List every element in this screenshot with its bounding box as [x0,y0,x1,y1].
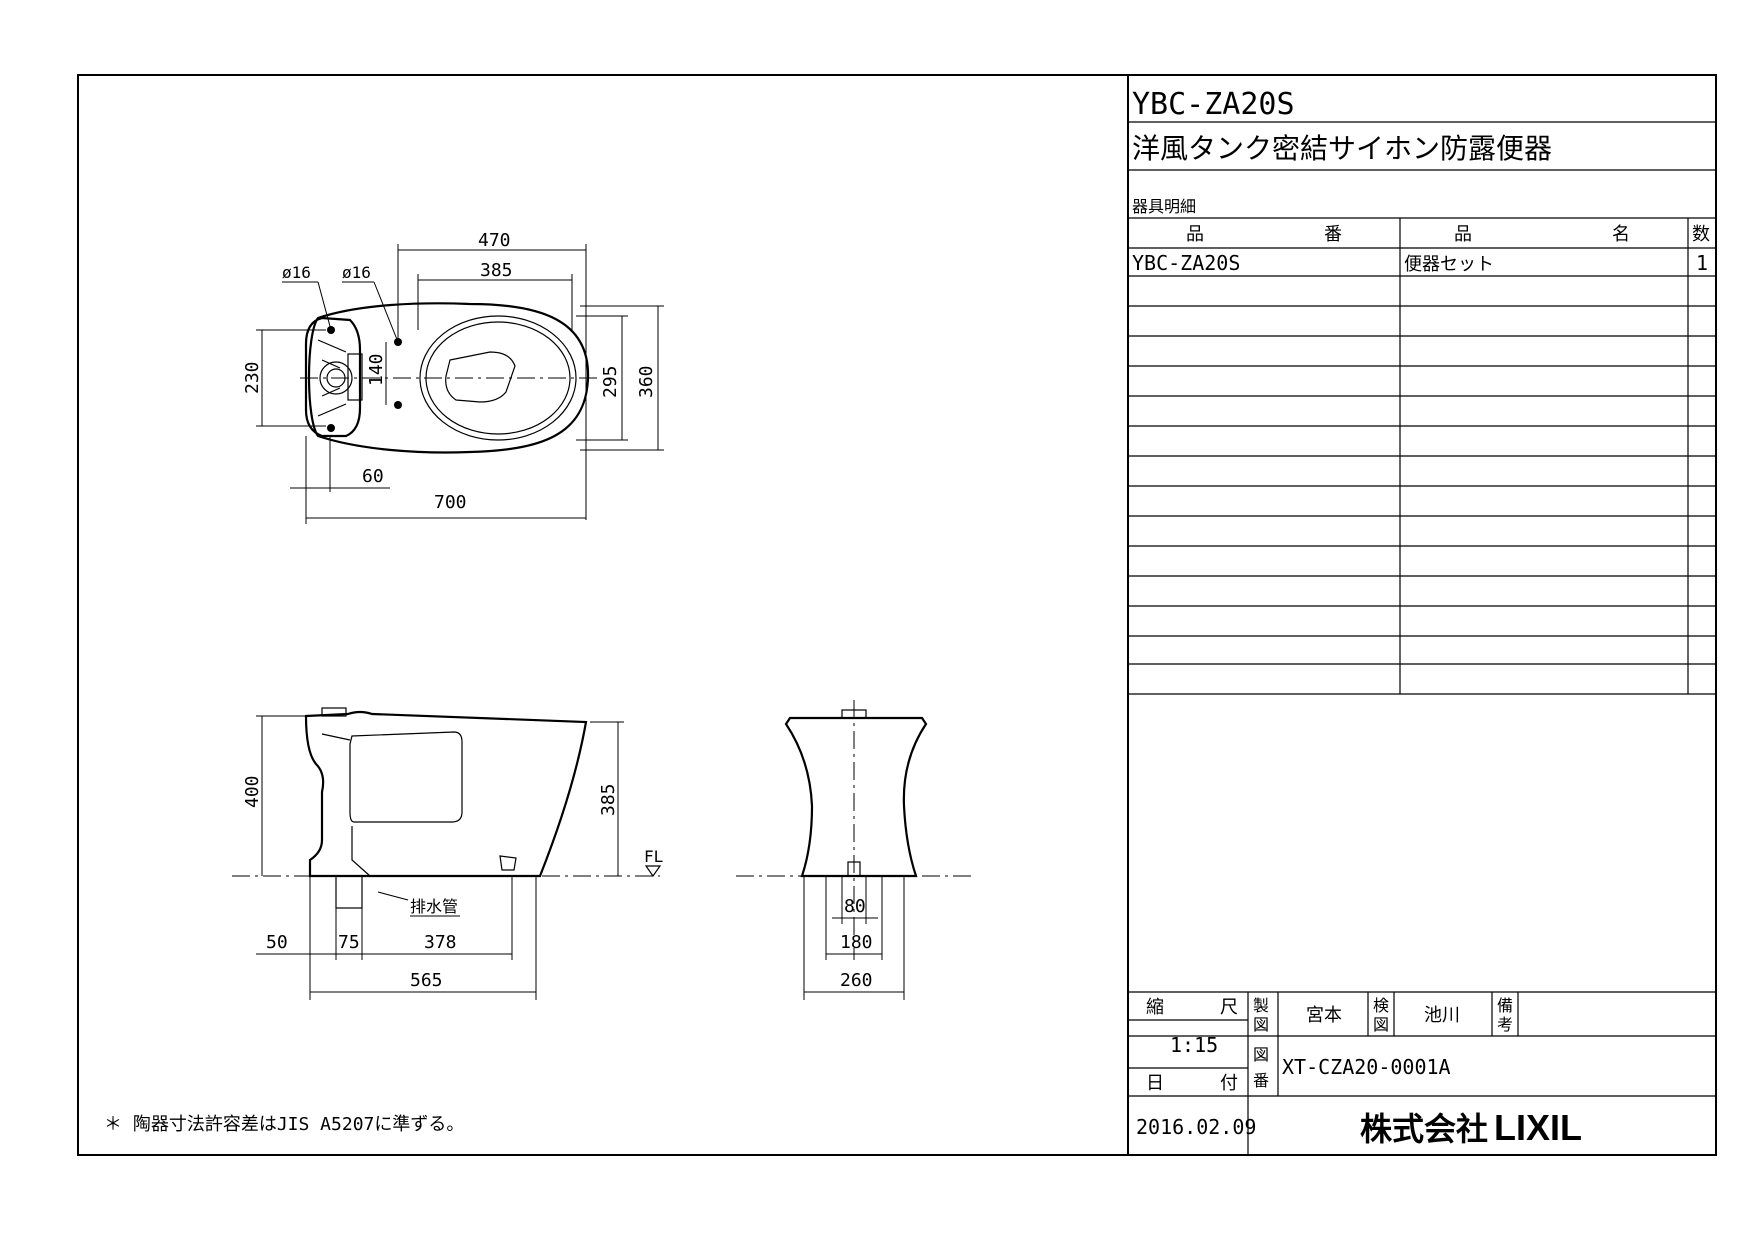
dim-75: 75 [338,932,360,953]
drawn-by: 宮本 [1306,1005,1342,1026]
scale-label-a: 縮 [1146,997,1164,1018]
col-name-a: 品 [1454,224,1472,245]
remarks-label-b: 考 [1497,1015,1513,1034]
dim-378: 378 [424,932,457,953]
row-name: 便器セット [1404,254,1494,275]
checked-label-b: 図 [1373,1015,1389,1034]
col-part-no-a: 品 [1186,224,1204,245]
title-block: YBC-ZA20S 洋風タンク密結サイホン防露便器 器具明細 品 番 [1128,87,1716,1155]
company-name: 株式会社 [1360,1110,1488,1148]
drain-pipe-label: 排水管 [410,897,458,916]
dim-50: 50 [266,932,288,953]
drawn-label-b: 図 [1253,1015,1269,1034]
date-value: 2016.02.09 [1136,1115,1256,1139]
dim-295: 295 [600,365,621,398]
checked-label-a: 検 [1373,996,1389,1015]
parts-table: 品 番 品 名 数 YBC-ZA20S 便器セット 1 [1128,217,1716,695]
fl-label: FL [644,847,663,866]
drawing-no: XT-CZA20-0001A [1282,1055,1451,1079]
product-name: 洋風タンク密結サイホン防露便器 [1132,132,1552,165]
checked-by: 池川 [1424,1005,1460,1026]
dim-470: 470 [478,230,511,251]
dim-385-side: 385 [598,783,619,816]
drawing-border [77,74,1717,1156]
dim-385-plan: 385 [480,260,513,281]
dim-80: 80 [844,896,866,917]
drawn-label-a: 製 [1253,996,1269,1015]
date-label-b: 付 [1220,1073,1238,1094]
date-label-a: 日 [1146,1073,1164,1094]
col-qty: 数 [1692,224,1710,245]
remarks-label-a: 備 [1497,996,1513,1015]
scale-label-b: 尺 [1220,997,1238,1018]
tolerance-note: ＊ 陶器寸法許容差はJIS A5207に準ずる。 [104,1114,464,1135]
front-view: 80 180 260 [736,700,972,1000]
dim-260: 260 [840,970,873,991]
col-name-b: 名 [1612,224,1630,245]
info-block: 縮 尺 1:15 日 付 2016.02.09 製 図 宮本 検 図 池川 備 … [1128,991,1716,1155]
drawing-no-label-a: 図 [1253,1045,1269,1064]
parts-detail-label: 器具明細 [1132,197,1196,216]
row-qty: 1 [1696,251,1708,275]
dim-230: 230 [242,361,263,394]
dim-phi16-b: ø16 [342,263,371,282]
scale-value: 1:15 [1170,1033,1218,1057]
brand-logo: LIXIL [1494,1107,1582,1148]
dim-700: 700 [434,492,467,513]
dim-phi16-a: ø16 [282,263,311,282]
row-part-no: YBC-ZA20S [1132,251,1240,275]
side-view: 400 385 FL 排水管 50 75 378 565 [232,707,663,1000]
dim-400: 400 [242,775,263,808]
drawing-no-label-b: 番 [1253,1071,1269,1090]
plan-view: 470 385 ø16 ø16 230 140 295 360 60 700 [242,230,664,524]
dim-565: 565 [410,970,443,991]
dim-180: 180 [840,932,873,953]
dim-360: 360 [636,365,657,398]
dim-140: 140 [366,353,387,386]
col-part-no-b: 番 [1324,224,1342,245]
dim-60: 60 [362,466,384,487]
model-number: YBC-ZA20S [1132,87,1295,122]
